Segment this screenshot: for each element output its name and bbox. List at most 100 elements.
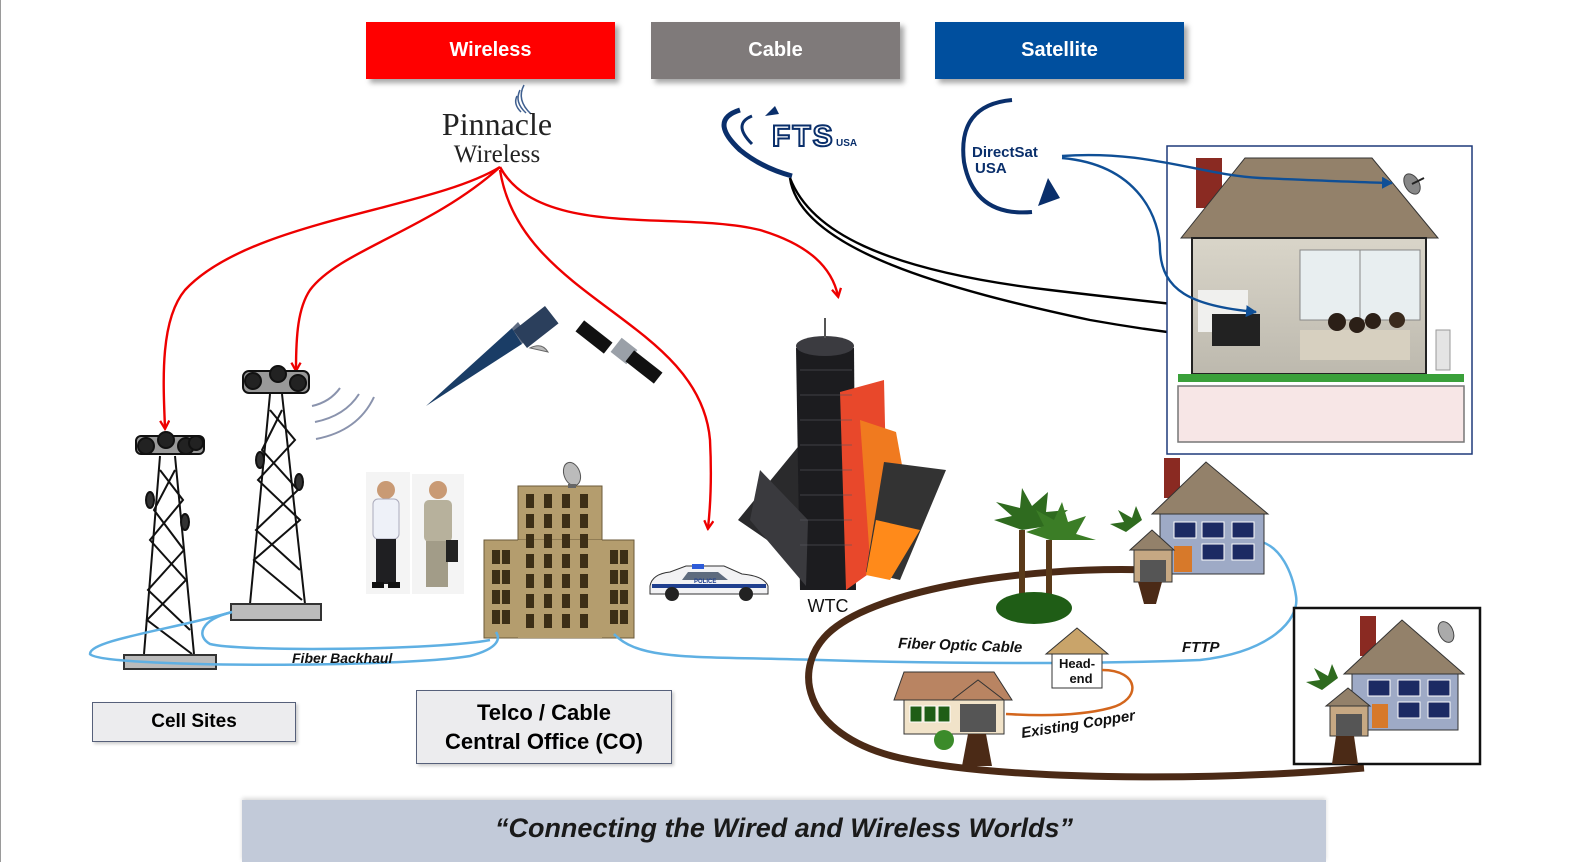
headend-label-line1: Head- xyxy=(1059,656,1095,671)
office-window xyxy=(580,494,588,508)
office-window xyxy=(580,534,588,548)
office-window xyxy=(620,570,628,584)
office-window xyxy=(526,574,534,588)
office-window xyxy=(526,494,534,508)
office-window xyxy=(544,514,552,528)
office-window xyxy=(620,590,628,604)
office-window xyxy=(610,550,618,564)
office-window xyxy=(502,570,510,584)
arrow-to-cell-site-2 xyxy=(296,166,501,370)
satellite-distribution-arrows xyxy=(1061,153,1393,318)
fiber-backhaul-label: Fiber Backhaul xyxy=(292,650,393,666)
police-car-icon: POLICE xyxy=(649,564,769,601)
arrow-to-cell-site-1 xyxy=(164,165,501,428)
central-office-building xyxy=(483,461,635,639)
fiber-optic-ring xyxy=(805,566,1365,781)
office-window xyxy=(502,590,510,604)
house-copper xyxy=(893,671,1013,766)
office-window xyxy=(580,594,588,608)
office-window xyxy=(544,574,552,588)
office-window xyxy=(544,534,552,548)
satellite-icon-large xyxy=(426,306,559,406)
central-office-label: Telco / Cable Central Office (CO) xyxy=(416,690,672,764)
office-window xyxy=(502,610,510,624)
existing-copper-line xyxy=(1005,668,1134,717)
house-fttp-top xyxy=(1110,458,1270,604)
briefcase-icon xyxy=(446,540,458,562)
office-window xyxy=(492,610,500,624)
headend-label-line2: end xyxy=(1069,671,1092,686)
satellite-dish-icon xyxy=(562,461,582,488)
business-person-1 xyxy=(366,472,410,594)
fts-usa-logo: FTS USA xyxy=(721,106,857,179)
police-label: POLICE xyxy=(694,579,716,585)
office-window xyxy=(562,594,570,608)
office-window xyxy=(492,590,500,604)
directsat-logo-text: DirectSat xyxy=(972,144,1038,161)
office-window xyxy=(526,554,534,568)
arrow-sat-to-dish xyxy=(1061,153,1393,189)
cell-sites-label: Cell Sites xyxy=(92,702,296,742)
fiber-optic-cable-label: Fiber Optic Cable xyxy=(898,635,1023,656)
wireless-waves-icon xyxy=(514,84,532,115)
office-window xyxy=(526,514,534,528)
fts-logo-text: FTS xyxy=(772,120,835,153)
satellite-dish-icon xyxy=(1403,173,1425,195)
satellite-category-button[interactable]: Satellite xyxy=(935,22,1184,79)
office-window xyxy=(526,534,534,548)
cable-category-button[interactable]: Cable xyxy=(651,22,900,79)
palm-tree-cluster-icon xyxy=(994,488,1096,624)
office-window xyxy=(610,590,618,604)
office-window xyxy=(526,614,534,628)
office-window xyxy=(562,554,570,568)
wtc-skyscrapers-icon xyxy=(738,318,946,590)
office-window xyxy=(544,614,552,628)
office-window xyxy=(562,494,570,508)
tv-icon xyxy=(1212,314,1260,346)
office-window xyxy=(620,550,628,564)
office-window xyxy=(620,610,628,624)
office-window xyxy=(562,534,570,548)
office-window xyxy=(526,594,534,608)
office-window xyxy=(580,514,588,528)
satellite-icon-small xyxy=(575,320,663,384)
office-window xyxy=(562,574,570,588)
office-window xyxy=(610,570,618,584)
office-window xyxy=(502,550,510,564)
office-window xyxy=(544,494,552,508)
left-border-rule xyxy=(0,0,1,862)
office-window xyxy=(544,554,552,568)
footer-tagline-text: “Connecting the Wired and Wireless World… xyxy=(494,813,1074,843)
fttp-label: FTTP xyxy=(1182,639,1220,656)
pinnacle-logo-subtext: Wireless xyxy=(454,141,540,168)
wireless-distribution-arrows xyxy=(164,165,838,528)
directsat-usa-logo: DirectSat USA xyxy=(961,98,1060,215)
office-window xyxy=(610,610,618,624)
office-window xyxy=(580,614,588,628)
house-fttp-framed xyxy=(1292,606,1482,766)
radio-signal-icon xyxy=(311,387,375,440)
central-office-label-line1: Telco / Cable xyxy=(476,700,612,725)
headend-building: Head- end xyxy=(1044,627,1110,689)
arrow-sat-to-tv xyxy=(1061,156,1257,318)
set-top-box-icon xyxy=(1435,329,1451,371)
office-window xyxy=(492,550,500,564)
pinnacle-logo-text: Pinnacle xyxy=(442,106,552,142)
office-window xyxy=(544,594,552,608)
arrow-to-wtc xyxy=(498,166,838,296)
office-window xyxy=(492,570,500,584)
footer-tagline-banner: “Connecting the Wired and Wireless World… xyxy=(242,800,1326,862)
directsat-logo-subtext: USA xyxy=(975,160,1007,177)
fts-logo-suffix: USA xyxy=(836,138,857,149)
arrow-to-police-car xyxy=(498,169,711,528)
office-window xyxy=(562,514,570,528)
office-window xyxy=(562,614,570,628)
wireless-category-button[interactable]: Wireless xyxy=(366,22,615,79)
central-office-label-line2: Central Office (CO) xyxy=(444,729,644,754)
home-satellite-panel xyxy=(1166,145,1473,455)
cell-tower-2 xyxy=(230,365,322,621)
office-window xyxy=(580,554,588,568)
pinnacle-wireless-logo: Pinnacle Wireless xyxy=(442,84,552,168)
business-person-2 xyxy=(412,474,464,594)
